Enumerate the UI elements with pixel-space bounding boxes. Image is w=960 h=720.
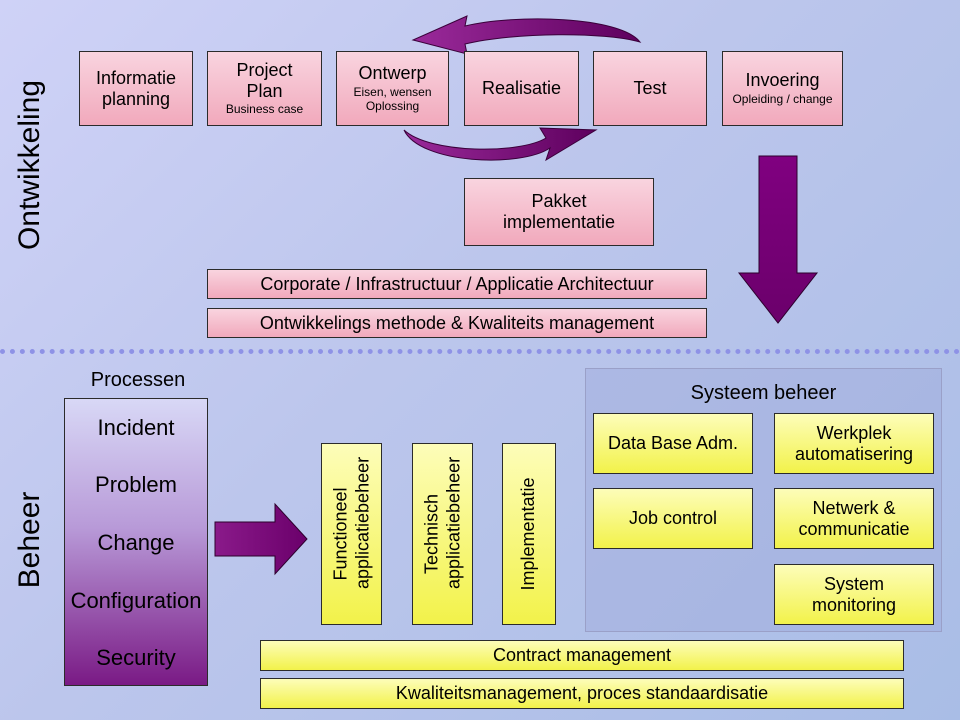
quality-management-label: Kwaliteitsmanagement, proces standaardis… (395, 683, 769, 704)
processes-box: Incident Problem Change Configuration Se… (64, 398, 208, 686)
phase-title: Invoering (745, 70, 820, 91)
phase-title: Test (633, 78, 667, 99)
system-item-database-adm: Data Base Adm. (593, 413, 753, 474)
phase-subtitle: Opleiding / change (732, 91, 833, 106)
phase-title: Project Plan (236, 59, 293, 101)
column-implementatie: Implementatie (502, 443, 556, 625)
phase-realisatie: Realisatie (464, 51, 579, 126)
system-item-monitoring: System monitoring (774, 564, 934, 625)
phase-ontwerp: Ontwerp Eisen, wensen Oplossing (336, 51, 449, 126)
system-item-label: Werkplek automatisering (794, 422, 914, 464)
phase-test: Test (593, 51, 707, 126)
phase-subtitle: Eisen, wensen Oplossing (353, 85, 432, 113)
architecture-label: Corporate / Infrastructuur / Applicatie … (260, 273, 654, 294)
process-configuration: Configuration (70, 588, 202, 613)
column-label: Functioneel applicatiebeheer (329, 456, 372, 589)
phase-title: Ontwerp (358, 63, 427, 84)
system-item-label: System monitoring (811, 573, 897, 615)
cycle-arrow-top (411, 15, 642, 55)
quality-management-bar: Kwaliteitsmanagement, proces standaardis… (260, 678, 904, 709)
phase-title: Realisatie (481, 78, 562, 99)
contract-management-label: Contract management (492, 645, 672, 666)
cycle-arrow-bottom (403, 127, 598, 162)
processes-title: Processen (90, 369, 186, 391)
system-item-netwerk: Netwerk & communicatie (774, 488, 934, 549)
phase-invoering: Invoering Opleiding / change (722, 51, 843, 126)
method-label: Ontwikkelings methode & Kwaliteits manag… (259, 312, 655, 333)
contract-management-bar: Contract management (260, 640, 904, 671)
process-incident: Incident (97, 415, 175, 440)
phase-project-plan: Project Plan Business case (207, 51, 322, 126)
process-problem: Problem (95, 472, 177, 497)
pakket-implementatie-box: Pakket implementatie (464, 178, 654, 246)
column-label: Implementatie (518, 477, 539, 591)
right-arrow-icon (214, 502, 308, 576)
section-divider (0, 349, 960, 354)
system-item-job-control: Job control (593, 488, 753, 549)
phase-title: Informatie planning (95, 67, 177, 109)
architecture-bar: Corporate / Infrastructuur / Applicatie … (207, 269, 707, 299)
down-arrow-icon (737, 155, 819, 324)
process-security: Security (96, 645, 176, 670)
system-item-label: Data Base Adm. (607, 433, 739, 454)
section-label-ontwikkeling: Ontwikkeling (13, 79, 46, 251)
system-item-label: Netwerk & communicatie (798, 497, 910, 539)
method-bar: Ontwikkelings methode & Kwaliteits manag… (207, 308, 707, 338)
pakket-implementatie-label: Pakket implementatie (502, 191, 616, 232)
system-management-title: Systeem beheer (690, 382, 837, 404)
system-item-werkplek: Werkplek automatisering (774, 413, 934, 474)
column-technisch-applicatiebeheer: Technisch applicatiebeheer (412, 443, 473, 625)
column-functioneel-applicatiebeheer: Functioneel applicatiebeheer (321, 443, 382, 625)
phase-subtitle: Business case (225, 102, 304, 117)
section-label-beheer: Beheer (13, 491, 46, 589)
process-change: Change (97, 530, 175, 555)
column-label: Technisch applicatiebeheer (420, 456, 463, 589)
phase-informatie-planning: Informatie planning (79, 51, 193, 126)
system-item-label: Job control (628, 508, 718, 529)
